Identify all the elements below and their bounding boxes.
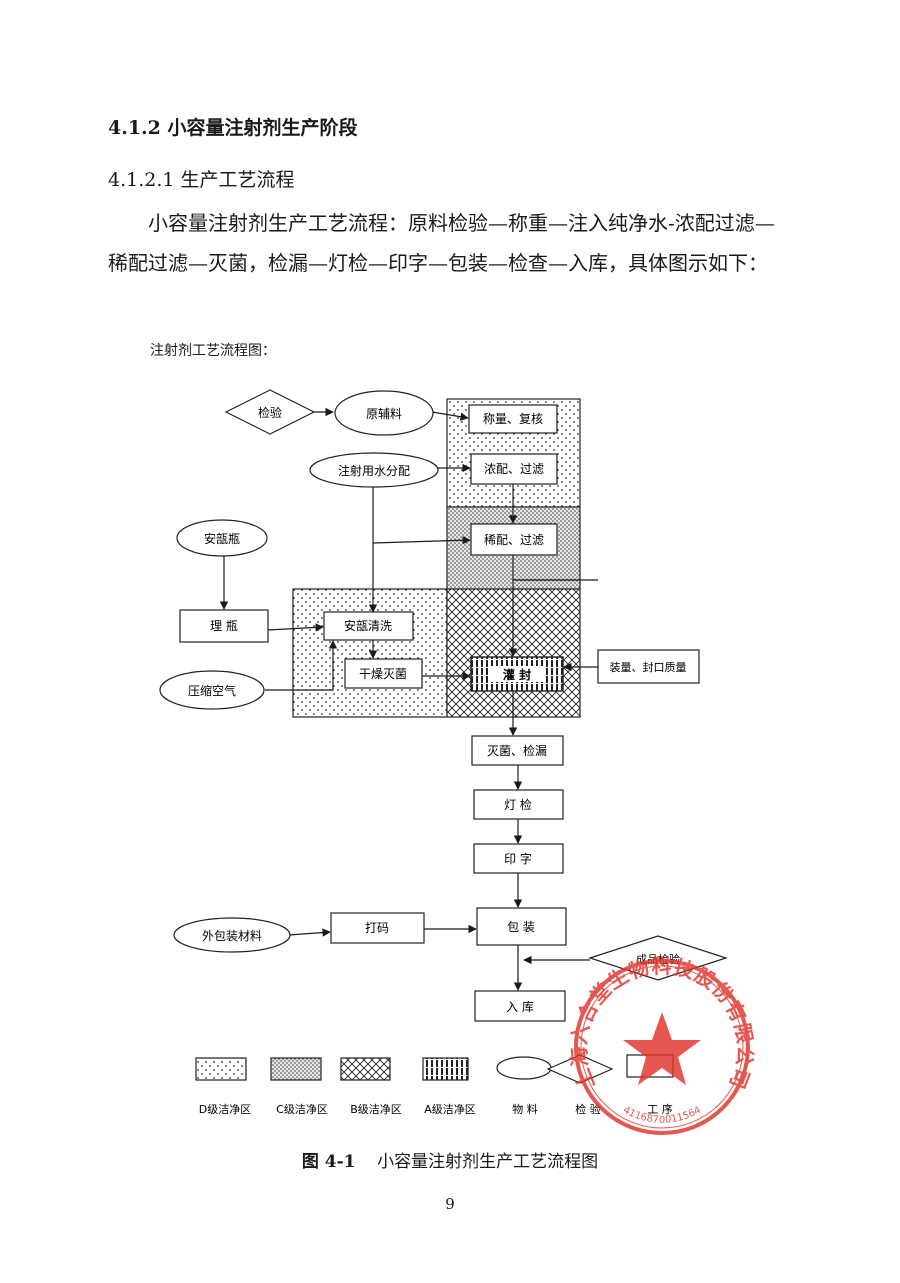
weigh-box [468, 404, 558, 434]
outer-material-ellipse [173, 917, 291, 953]
raw-material-label: 原辅料 [366, 407, 402, 421]
dry-sterilize-box [344, 658, 423, 689]
diagram-label: 注射剂工艺流程图： [150, 343, 276, 359]
light-inspect-label: 灯 检 [504, 797, 532, 812]
sterilize-leak-label: 灭菌、检漏 [487, 743, 547, 758]
process-paragraph: 小容量注射剂生产工艺流程：原料检验—称重—注入纯净水-浓配过滤—稀配过滤—灭菌，… [108, 211, 775, 275]
ampoule-label: 安瓿瓶 [204, 531, 240, 546]
sort-bottle-label: 理 瓶 [210, 619, 238, 633]
legend-d-label: D级洁净区 [199, 1102, 251, 1116]
figure-caption-text: 小容量注射剂生产工艺流程图 [377, 1152, 599, 1172]
code-box [330, 912, 425, 944]
inspect-label: 检验 [258, 405, 282, 420]
dilute-filter-box [470, 523, 558, 556]
section-heading: 4.1.2 小容量注射剂生产阶段 [108, 117, 358, 139]
conc-filter-label: 浓配、过滤 [484, 462, 544, 476]
legend-c-swatch [270, 1057, 322, 1081]
ampoule-ellipse [176, 519, 268, 557]
water-label: 注射用水分配 [338, 463, 410, 478]
dry-sterilize-label: 干燥灭菌 [359, 667, 407, 681]
fill-check-label: 装量、封口质量 [610, 660, 687, 674]
print-label: 印 字 [504, 851, 532, 866]
legend-d-swatch [195, 1057, 247, 1081]
fill-seal-label-bg [490, 666, 544, 682]
legend-c-label: C级洁净区 [276, 1102, 328, 1116]
legend-b-label: B级洁净区 [350, 1102, 402, 1116]
code-label: 打码 [365, 921, 389, 935]
d-zone-lower [292, 588, 448, 718]
weigh-label: 称量、复核 [483, 412, 543, 426]
subsection-heading: 4.1.2.1 生产工艺流程 [108, 169, 295, 191]
figure-caption: 图 4-1 小容量注射剂生产工艺流程图 [0, 1147, 900, 1172]
legend-a-label: A级洁净区 [424, 1102, 476, 1116]
outer-material-label: 外包装材料 [202, 929, 262, 943]
legend-material-label: 物 料 [512, 1102, 538, 1116]
page-number: 9 [445, 1195, 455, 1213]
fill-seal-label: 灌 封 [502, 667, 531, 682]
ampoule-wash-label: 安瓿清洗 [344, 618, 392, 633]
light-inspect-box [473, 789, 564, 820]
compressed-air-ellipse [159, 670, 265, 710]
legend-process-label: 工 序 [647, 1102, 673, 1116]
legend-b-swatch [340, 1057, 391, 1081]
legend-material-swatch [496, 1056, 552, 1080]
print-box [473, 843, 564, 874]
seal-star-icon [623, 1012, 701, 1085]
figure-caption-num: 图 4-1 [301, 1152, 356, 1172]
ampoule-wash-box [323, 611, 414, 641]
legend-a-swatch [422, 1057, 469, 1081]
dilute-filter-label: 稀配、过滤 [484, 533, 544, 547]
pack-box [476, 907, 567, 946]
sort-bottle-box [179, 609, 269, 643]
pack-label: 包 装 [507, 920, 535, 934]
fill-check-box [597, 649, 700, 684]
store-box [474, 990, 566, 1022]
store-label: 入 库 [506, 999, 534, 1014]
conc-filter-box [470, 453, 558, 485]
compressed-air-label: 压缩空气 [188, 683, 236, 698]
water-ellipse [309, 452, 439, 488]
legend-inspection-label: 检 验 [575, 1102, 601, 1116]
sterilize-leak-box [471, 735, 564, 766]
raw-material-ellipse [334, 390, 434, 436]
inspect-diamond [224, 389, 316, 435]
